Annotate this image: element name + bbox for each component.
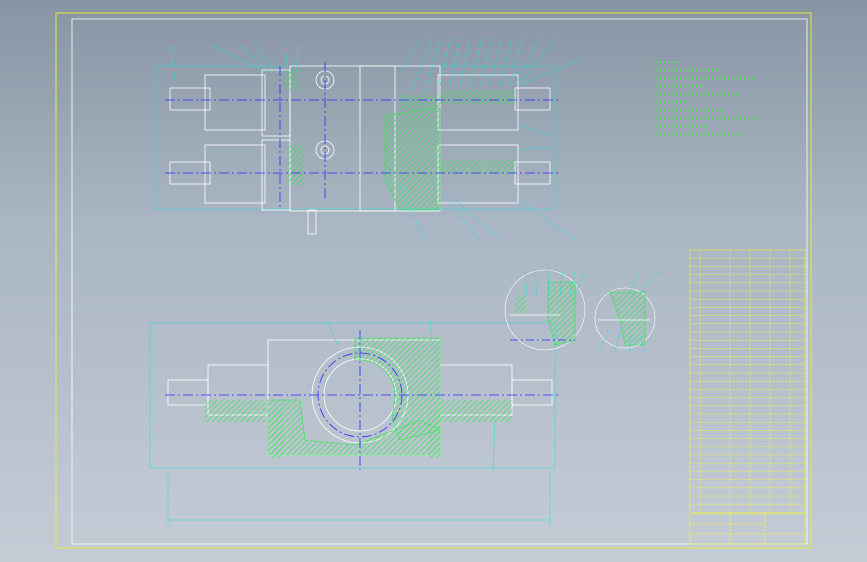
technical-notes	[655, 61, 759, 135]
front-view	[149, 322, 556, 525]
sheet-frame	[55, 12, 812, 549]
top-view-hatch	[285, 70, 515, 211]
front-view-hatch	[205, 337, 512, 458]
top-view-centerlines	[165, 62, 560, 210]
detail-b	[594, 269, 661, 353]
title-block	[689, 513, 806, 545]
front-view-centerlines	[165, 330, 560, 470]
detail-a	[504, 269, 586, 351]
top-view-leaders	[169, 37, 581, 241]
front-view-leaders	[327, 319, 496, 471]
parts-list	[689, 249, 806, 513]
